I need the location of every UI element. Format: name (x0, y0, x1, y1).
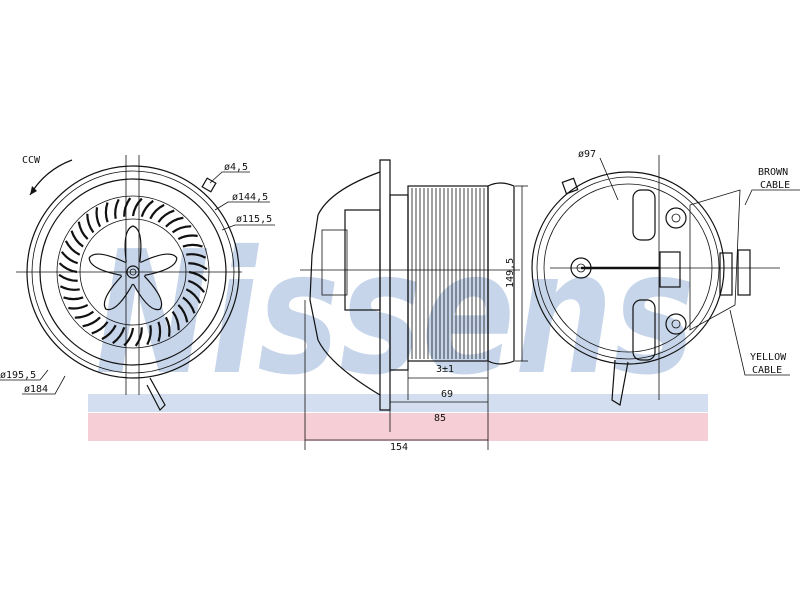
fan-blade (123, 197, 132, 217)
yellow-cable-label-1: YELLOW (750, 352, 787, 363)
fan-blade (60, 251, 79, 265)
fan-blade (182, 243, 203, 248)
fan-blade (171, 225, 192, 234)
fan-blade (157, 209, 175, 223)
brown-cable-label-2: CABLE (760, 180, 790, 191)
fan-blade (101, 324, 117, 341)
fan-blade (185, 288, 202, 304)
fan-blade (149, 203, 165, 220)
fan-blade (164, 316, 171, 337)
rear-view: ø97 BROWN CABLE YELLOW CABLE (531, 149, 800, 406)
dim-height: 149,5 (505, 258, 516, 288)
yellow-cable-label-2: CABLE (752, 365, 782, 376)
fan-blade (70, 230, 84, 248)
fan-blade (95, 207, 102, 228)
dim-gap: 3±1 (436, 364, 454, 375)
fan-fins (411, 188, 485, 359)
watermark-band-pink (88, 413, 708, 441)
fan-blade (177, 304, 189, 323)
fan-blade (91, 321, 109, 335)
fan-blade (188, 262, 208, 271)
fan-blade (123, 327, 135, 347)
rotation-label: CCW (22, 155, 41, 166)
fan-blade (134, 327, 143, 347)
fan-blade (187, 279, 206, 293)
fan-blade (104, 202, 109, 223)
fan-blade (171, 310, 180, 331)
dim-hole: ø4,5 (224, 162, 248, 173)
hub-star (88, 225, 178, 311)
fan-blade (77, 221, 89, 240)
dim-total: 154 (390, 442, 408, 453)
dim-d2: ø115,5 (236, 214, 272, 225)
dim-w2: 85 (434, 413, 446, 424)
fan-blade (68, 303, 89, 310)
fan-blade (82, 316, 101, 328)
dim-w1: 69 (441, 389, 453, 400)
watermark-band-blue (88, 394, 708, 412)
front-view: CCW ø4,5 ø144,5 ø115,5 ø195,5 ø184 (0, 155, 275, 412)
brown-cable-label-1: BROWN (758, 167, 788, 178)
fan-blade (59, 285, 80, 291)
fan-blade (114, 198, 120, 219)
fan-blade (177, 234, 198, 241)
fan-blade (63, 296, 84, 301)
fan-blades (58, 197, 208, 347)
fan-blade (146, 325, 152, 346)
fan-blade (182, 296, 196, 314)
fan-blade (74, 310, 95, 319)
watermark-text: Nissens (95, 215, 695, 413)
watermark: Nissens (88, 215, 708, 441)
fan-blade (131, 197, 143, 217)
dim-outer: ø195,5 (0, 370, 36, 381)
dim-inner: ø184 (24, 384, 48, 395)
fan-blade (140, 199, 154, 218)
fan-blade (86, 213, 95, 234)
fan-blade (157, 321, 162, 342)
dim-d: ø97 (578, 149, 596, 160)
dim-d1: ø144,5 (232, 192, 268, 203)
fan-blade (186, 253, 207, 259)
side-view: 149,5 3±1 69 85 154 (300, 159, 528, 453)
fan-blade (165, 216, 184, 228)
fan-blade (64, 240, 81, 256)
fan-blade (58, 262, 78, 274)
fan-blade (58, 273, 78, 282)
fan-blade (112, 326, 126, 345)
hub-star-outline (88, 225, 178, 311)
